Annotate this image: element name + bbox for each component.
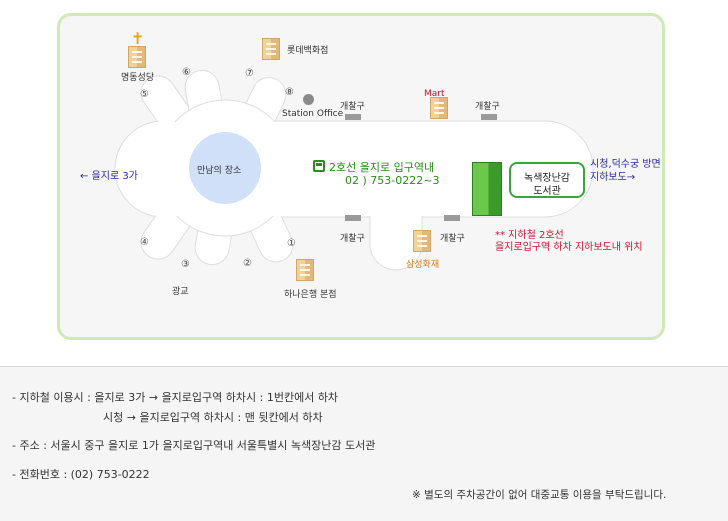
station-phone: 02 ) 753-0222~3 <box>345 174 440 187</box>
exit-1: ① <box>287 238 296 249</box>
cathedral-building-icon <box>128 46 146 68</box>
gate-label: 개찰구 <box>475 102 500 112</box>
lotte-building-icon <box>262 38 280 60</box>
gate-bottom-right <box>444 215 460 221</box>
info-panel: - 지하철 이용시 : 을지로 3가 → 을지로입구역 하차시 : 1번칸에서 … <box>0 366 728 521</box>
library-building-icon <box>472 162 502 216</box>
gate-label: 개찰구 <box>440 234 465 244</box>
subway-icon <box>313 160 325 172</box>
direction-cityhall-line1: 시청,덕수궁 방면 <box>590 159 661 170</box>
exit-3: ③ <box>181 259 190 270</box>
lotte-label: 롯데백화점 <box>287 46 329 56</box>
cross-icon: ✝ <box>131 29 145 48</box>
gwanggyo-label: 광교 <box>172 287 189 297</box>
gate-label: 개찰구 <box>340 102 365 112</box>
meeting-place-label: 만남의 장소 <box>197 166 242 176</box>
cathedral-label: 명동성당 <box>121 73 155 83</box>
hana-label: 하나은행 본점 <box>284 290 337 300</box>
exit-5: ⑤ <box>140 89 149 100</box>
station-office-label: Station Office <box>282 109 344 119</box>
hana-building-icon <box>296 259 314 281</box>
mart-label: Mart <box>424 89 445 99</box>
samsung-label: 삼성화재 <box>406 260 440 270</box>
gate-top-right <box>481 114 497 120</box>
parking-note: ※ 별도의 주차공간이 없어 대중교통 이용을 부탁드립니다. <box>412 489 667 501</box>
samsung-building-icon <box>413 230 431 252</box>
exit-2: ② <box>243 258 252 269</box>
exit-6: ⑥ <box>182 67 191 78</box>
gate-bottom-left <box>345 215 361 221</box>
mart-building-icon <box>430 97 448 119</box>
gate-top-left <box>345 114 361 120</box>
phone-text: - 전화번호 : (02) 753-0222 <box>12 468 150 481</box>
location-note-line1: ** 지하철 2호선 <box>495 230 564 241</box>
direction-cityhall-line2: 지하보도→ <box>590 172 636 183</box>
library-callout[interactable]: 녹색장난감 도서관 <box>509 162 585 198</box>
station-title: 2호선 을지로 입구역내 <box>313 159 434 175</box>
meeting-place-circle <box>189 132 261 204</box>
address-text: - 주소 : 서울시 중구 을지로 1가 을지로입구역내 서울특별시 녹색장난감… <box>12 439 376 452</box>
direction-euljiro3ga: ← 을지로 3가 <box>80 171 138 182</box>
location-note-line2: 을지로입구역 하차 지하보도내 위치 <box>495 242 643 253</box>
subway-guide-line2: 시청 → 을지로입구역 하차시 : 맨 뒷칸에서 하차 <box>103 411 323 424</box>
library-name-line1: 녹색장난감 <box>524 173 570 184</box>
exit-7: ⑦ <box>245 68 254 79</box>
station-office-icon <box>303 94 314 105</box>
gate-label: 개찰구 <box>340 234 365 244</box>
subway-guide-line1: - 지하철 이용시 : 을지로 3가 → 을지로입구역 하차시 : 1번칸에서 … <box>12 391 339 404</box>
exit-4: ④ <box>140 237 149 248</box>
exit-8: ⑧ <box>285 87 294 98</box>
library-name-line2: 도서관 <box>533 186 561 197</box>
